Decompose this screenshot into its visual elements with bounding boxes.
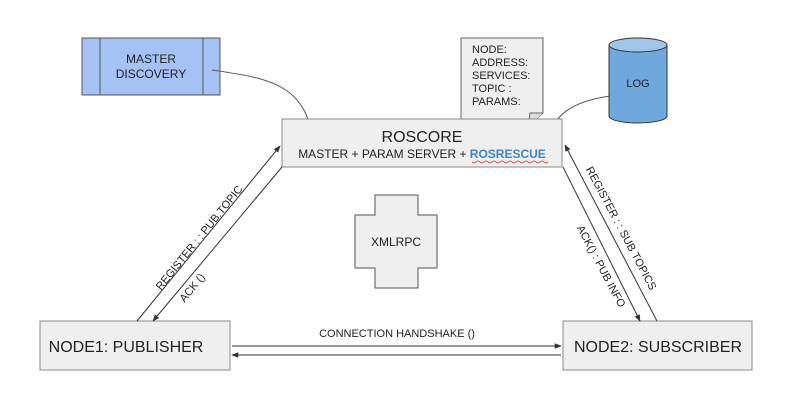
ack-right-arrow [562,166,641,322]
node2-label: NODE2: SUBSCRIBER [574,339,742,356]
xmlrpc-shape: XMLRPC [354,194,438,289]
ack-left-arrow [152,166,283,322]
note-line-address: ADDRESS: [472,57,528,69]
note-line-services: SERVICES: [472,70,531,82]
node1-box: NODE1: PUBLISHER [39,320,231,371]
node1-label: NODE1: PUBLISHER [49,339,204,356]
xmlrpc-label: XMLRPC [371,235,421,249]
roscore-subtitle: MASTER + PARAM SERVER + ROSRESCUE [298,147,546,161]
register-pub-arrow [136,145,281,322]
master-discovery-line2: DISCOVERY [116,67,186,81]
roscore-title: ROSCORE [382,129,463,146]
spellcheck-squiggle [471,160,549,164]
log-label: LOG [626,78,649,90]
handshake-label: CONNECTION HANDSHAKE () [319,328,475,340]
node-info-note: NODE: ADDRESS: SERVICES: TOPIC : PARAMS: [460,37,544,128]
note-line-params: PARAMS: [472,96,521,108]
roscore-box: ROSCORE MASTER + PARAM SERVER + ROSRESCU… [281,118,563,168]
ack-left-label: ACK () [178,272,208,305]
log-database: LOG [608,37,668,124]
register-sub-arrow [564,144,658,322]
master-discovery-line1: MASTER [126,52,176,66]
rosrescue-highlight: ROSRESCUE [470,147,546,161]
note-line-topic: TOPIC : [472,83,512,95]
node2-box: NODE2: SUBSCRIBER [562,320,753,371]
note-line-node: NODE: [472,44,507,56]
master-discovery-box: MASTER DISCOVERY [81,37,221,96]
